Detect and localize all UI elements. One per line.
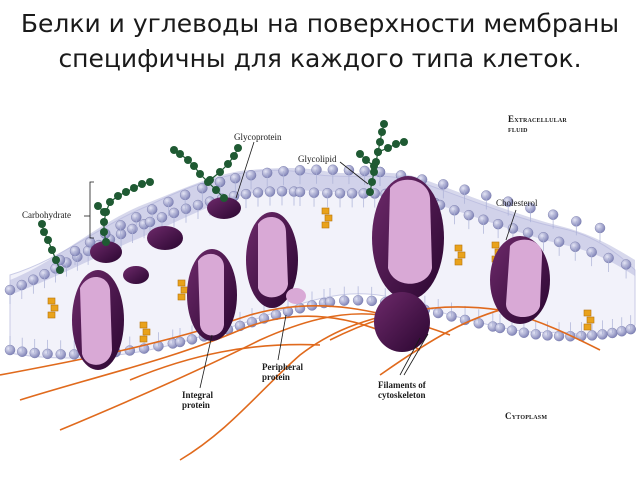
leader-lines	[84, 141, 517, 389]
sugar-bead	[212, 186, 220, 194]
carbohydrate-chain	[377, 141, 405, 153]
sugar-bead	[130, 184, 138, 192]
sugar-bead	[378, 128, 386, 136]
sugar-bead	[356, 150, 364, 158]
sugar-bead	[146, 178, 154, 186]
glycoprotein-label: Glycoprotein	[234, 132, 282, 142]
sugar-bead	[206, 176, 214, 184]
sugar-bead	[170, 146, 178, 154]
carbohydrate-chain	[103, 181, 151, 243]
sugar-bead	[374, 148, 382, 156]
integral-protein	[187, 249, 237, 341]
cytoplasm-label: Cytoplasm	[505, 411, 548, 421]
sugar-bead	[220, 194, 228, 202]
integral-protein	[374, 292, 430, 352]
sugar-bead	[38, 220, 46, 228]
sugar-bead	[48, 246, 56, 254]
sugar-bead	[184, 156, 192, 164]
sugar-bead	[230, 152, 238, 160]
sugar-bead	[392, 140, 400, 148]
carbohydrate-label: Carbohydrate	[22, 210, 71, 220]
sugar-bead	[100, 228, 108, 236]
sugar-bead	[52, 256, 60, 264]
sugar-bead	[234, 144, 242, 152]
integral-protein	[72, 270, 124, 370]
sugar-bead	[106, 198, 114, 206]
sugar-bead	[114, 192, 122, 200]
sugar-bead	[376, 138, 384, 146]
sugar-bead	[366, 188, 374, 196]
sugar-bead	[56, 266, 64, 274]
integral-protein-label: Integral protein	[182, 390, 213, 410]
sugar-bead	[224, 160, 232, 168]
sugar-bead	[40, 228, 48, 236]
filaments-label: Filaments of cytoskeleton	[378, 380, 426, 400]
glycolipid-label: Glycolipid	[298, 154, 337, 164]
carbohydrate-chains	[38, 120, 408, 274]
integral-protein	[246, 212, 306, 308]
sugar-bead	[368, 178, 376, 186]
sugar-bead	[400, 138, 408, 146]
sugar-bead	[384, 144, 392, 152]
sugar-bead	[44, 236, 52, 244]
integral-proteins	[72, 176, 550, 370]
cholesterol-label: Cholesterol	[496, 198, 538, 208]
cell-membrane-diagram	[0, 120, 636, 461]
sugar-bead	[94, 202, 102, 210]
cytoskeleton-filaments	[0, 304, 601, 461]
sugar-bead	[100, 208, 108, 216]
extracellular-fluid-label: Extracellular fluid	[508, 114, 567, 134]
sugar-bead	[370, 162, 378, 170]
sugar-bead	[370, 168, 378, 176]
sugar-bead	[122, 188, 130, 196]
sugar-bead	[176, 150, 184, 158]
sugar-bead	[216, 168, 224, 176]
sugar-bead	[362, 156, 370, 164]
page-title: Белки и углеводы на поверхности мембраны…	[20, 9, 620, 73]
sugar-bead	[102, 238, 110, 246]
integral-protein	[372, 176, 444, 300]
sugar-bead	[196, 170, 204, 178]
sugar-bead	[190, 162, 198, 170]
sugar-bead	[138, 180, 146, 188]
surface-proteins	[90, 197, 241, 284]
sugar-bead	[100, 218, 108, 226]
integral-protein	[490, 236, 550, 324]
sugar-bead	[380, 120, 388, 128]
peripheral-protein-label: Peripheral protein	[262, 362, 303, 382]
